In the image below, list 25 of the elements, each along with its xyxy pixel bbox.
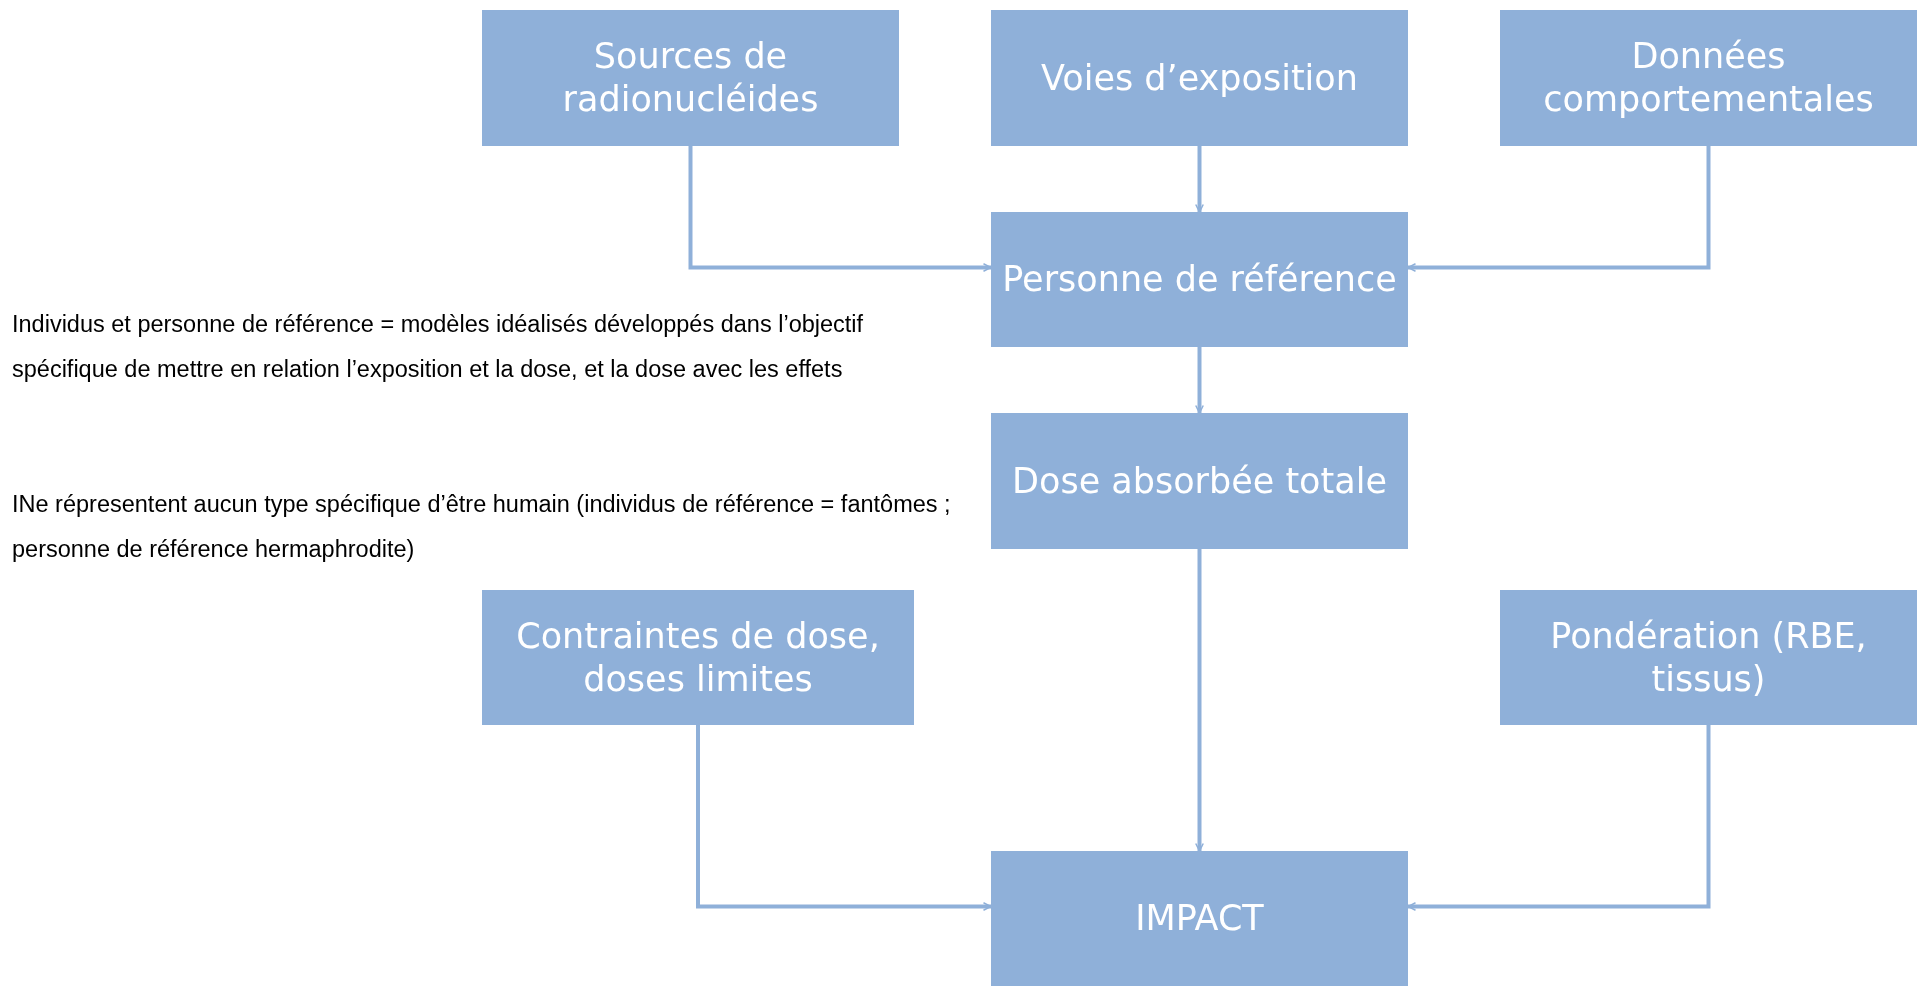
box-label: Voies d’exposition bbox=[1041, 56, 1358, 100]
box-label: Pondération (RBE, tissus) bbox=[1549, 614, 1868, 701]
process-box bbox=[482, 590, 914, 725]
arrow bbox=[1195, 347, 1204, 414]
arrow bbox=[696, 725, 992, 911]
process-box bbox=[482, 10, 899, 146]
arrow bbox=[688, 146, 992, 272]
process-box bbox=[991, 851, 1408, 986]
note-text: INe répresentent aucun type spécifique d’être humain (individus de référence = fantômes ; personne de référence hermaphrodite) bbox=[12, 490, 952, 564]
arrow bbox=[1407, 725, 1711, 911]
box-label: Données comportementales bbox=[1542, 35, 1875, 121]
box-label: IMPACT bbox=[1135, 897, 1264, 940]
process-box bbox=[1500, 10, 1917, 146]
process-box bbox=[991, 10, 1408, 146]
process-box bbox=[991, 413, 1408, 549]
process-box bbox=[991, 212, 1408, 347]
arrow bbox=[1195, 146, 1204, 213]
arrow bbox=[1407, 146, 1711, 272]
process-box bbox=[1500, 590, 1917, 725]
box-label: Dose absorbée totale bbox=[1012, 459, 1387, 503]
box-label: Personne de référence bbox=[1002, 258, 1397, 301]
box-label: Sources de radionucléides bbox=[561, 35, 820, 121]
note-text: Individus et personne de référence = modèles idéalisés développés dans l’objectif spécifique de mettre en relation l’exposition et la dose, et la dose avec les effets bbox=[12, 310, 865, 384]
box-label: Contraintes de dose, doses limites bbox=[515, 614, 881, 701]
arrow bbox=[1195, 549, 1204, 852]
